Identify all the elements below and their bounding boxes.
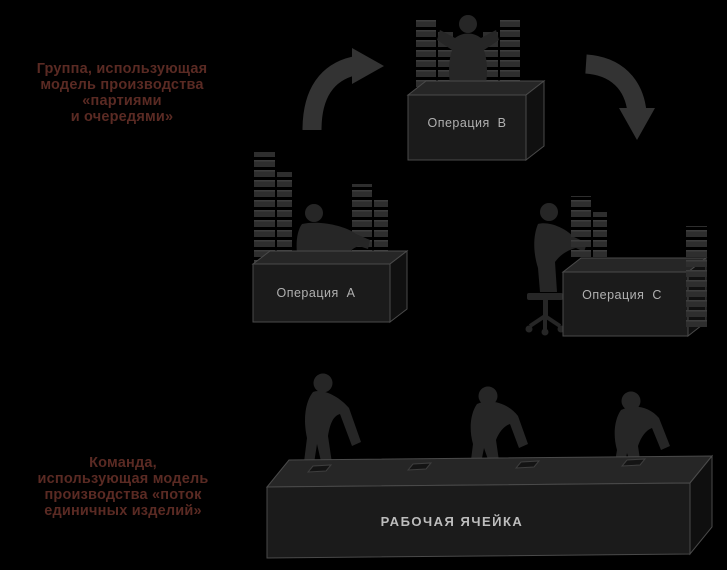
worker-head — [459, 15, 477, 33]
parts-stack — [686, 226, 707, 328]
box-front-face — [562, 271, 689, 337]
worker-body — [613, 406, 670, 473]
bench-item — [620, 458, 647, 467]
office-chair — [525, 293, 565, 336]
parts-stack — [571, 196, 591, 258]
bench-front-face — [266, 482, 691, 559]
bench-item — [406, 462, 433, 471]
worker-body — [470, 401, 528, 468]
worker-body — [437, 30, 499, 94]
bench-item — [306, 464, 333, 473]
box-top-face — [561, 257, 708, 273]
caption-batch-queue: Группа, использующая модель производства… — [2, 61, 242, 125]
workstation-box: Операция А — [251, 249, 409, 324]
worker-figure — [303, 373, 361, 470]
work-cell-label: РАБОЧАЯ ЯЧЕЙКА — [381, 514, 524, 529]
box-front-face — [407, 94, 527, 161]
station-b-group: Операция В — [406, 15, 546, 162]
bench-top-face — [265, 455, 714, 488]
parts-stack — [593, 212, 607, 258]
station-label: Операция В — [427, 116, 506, 130]
workstation-box: Операция В — [406, 79, 546, 162]
worker-body — [303, 390, 361, 470]
station-label: Операция С — [582, 288, 662, 302]
parts-stack — [254, 152, 275, 264]
flow-arrow-upright-icon — [302, 48, 384, 131]
flow-arrow-down-icon — [584, 54, 655, 140]
box-top-face — [251, 250, 409, 265]
worker-figure — [437, 15, 499, 94]
box-side-face — [525, 79, 545, 162]
worker-figure — [470, 386, 528, 468]
caption-one-piece-flow: Команда, использующая модель производств… — [0, 455, 246, 519]
parts-stack — [277, 172, 292, 264]
box-front-face — [252, 263, 391, 323]
caption-line: Группа, использующая — [36, 61, 208, 77]
worker-head — [540, 203, 558, 221]
parts-stack — [500, 18, 520, 95]
station-label: Операция А — [276, 286, 355, 300]
box-top-face — [406, 80, 546, 96]
caption-line: и очередями» — [70, 109, 174, 125]
station-a-group: Операция А — [251, 152, 409, 324]
caption-line: «партиями — [82, 93, 162, 109]
work-cell-bench: РАБОЧАЯ ЯЧЕЙКА — [265, 454, 714, 559]
caption-line: производства «поток — [44, 487, 202, 503]
work-cell-group: РАБОЧАЯ ЯЧЕЙКА — [265, 373, 714, 559]
worker-head — [478, 386, 498, 406]
caption-line: модель производства — [40, 77, 204, 93]
caption-line: использующая модель — [37, 471, 209, 487]
box-side-face — [389, 249, 408, 324]
worker-figure — [613, 391, 670, 473]
worker-head — [313, 373, 333, 393]
workstation-box: Операция С — [561, 256, 708, 338]
bench-item — [514, 460, 541, 469]
parts-stack — [374, 200, 388, 264]
parts-stack — [416, 18, 436, 95]
worker-head — [621, 391, 641, 411]
station-c-group: Операция С — [525, 196, 708, 338]
worker-head — [305, 204, 323, 222]
caption-line: Команда, — [89, 455, 157, 471]
caption-line: единичных изделий» — [44, 503, 202, 519]
